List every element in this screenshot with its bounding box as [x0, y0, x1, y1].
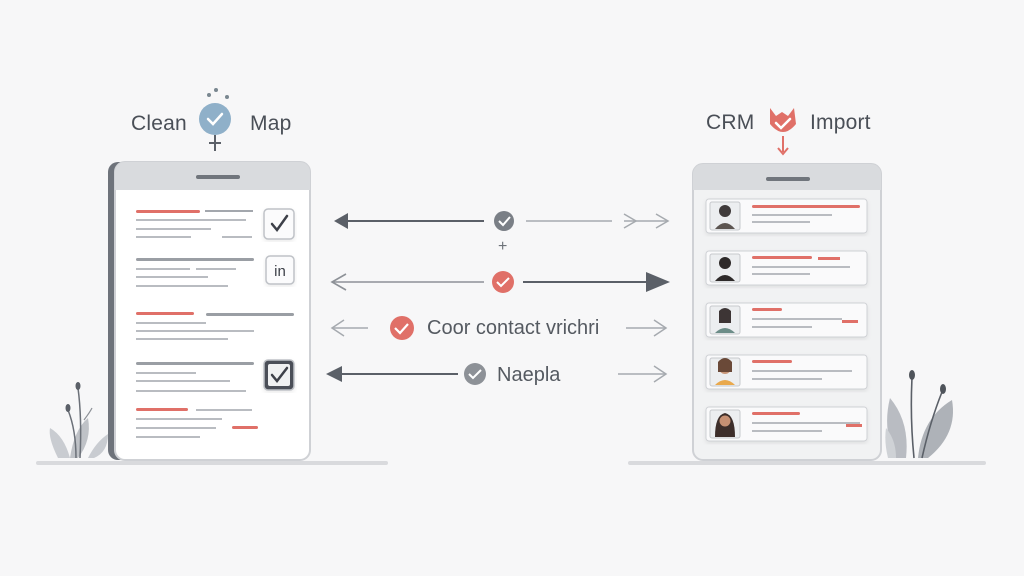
red-check-icon	[492, 271, 514, 293]
label-map: Map	[250, 112, 292, 135]
flow-label-contact: Coor contact vrichri	[427, 317, 600, 339]
flow-row-1	[334, 211, 670, 231]
ground-line-right	[628, 461, 986, 465]
crm-import-icon	[770, 108, 796, 156]
flow-row-4	[326, 363, 668, 385]
badge-check-1	[263, 208, 295, 240]
clean-map-icon	[199, 88, 231, 151]
flow-row-3	[330, 316, 668, 340]
flow-row-2	[330, 271, 670, 293]
plant-left	[49, 382, 108, 459]
contact-card-5	[705, 406, 868, 442]
linkedin-icon: in	[274, 263, 286, 280]
plus-sign: +	[498, 238, 508, 255]
badge-check-2	[263, 359, 295, 391]
ground-line-left	[36, 461, 388, 465]
document-lines	[136, 210, 294, 438]
gray-check-icon	[464, 363, 486, 385]
red-check-icon	[390, 316, 414, 340]
contact-card-2	[705, 250, 868, 286]
badge-linkedin: in	[265, 255, 295, 285]
source-document: in	[108, 161, 311, 461]
label-clean: Clean	[131, 112, 187, 135]
plant-right	[885, 370, 953, 459]
label-crm: CRM	[706, 111, 755, 134]
label-import: Import	[810, 111, 871, 134]
gray-check-icon	[494, 211, 514, 231]
crm-panel	[692, 163, 882, 461]
flow-label-naepla: Naepla	[497, 364, 561, 386]
contact-card-1	[705, 198, 868, 234]
contact-card-3	[705, 302, 868, 338]
contact-card-4	[705, 354, 868, 390]
